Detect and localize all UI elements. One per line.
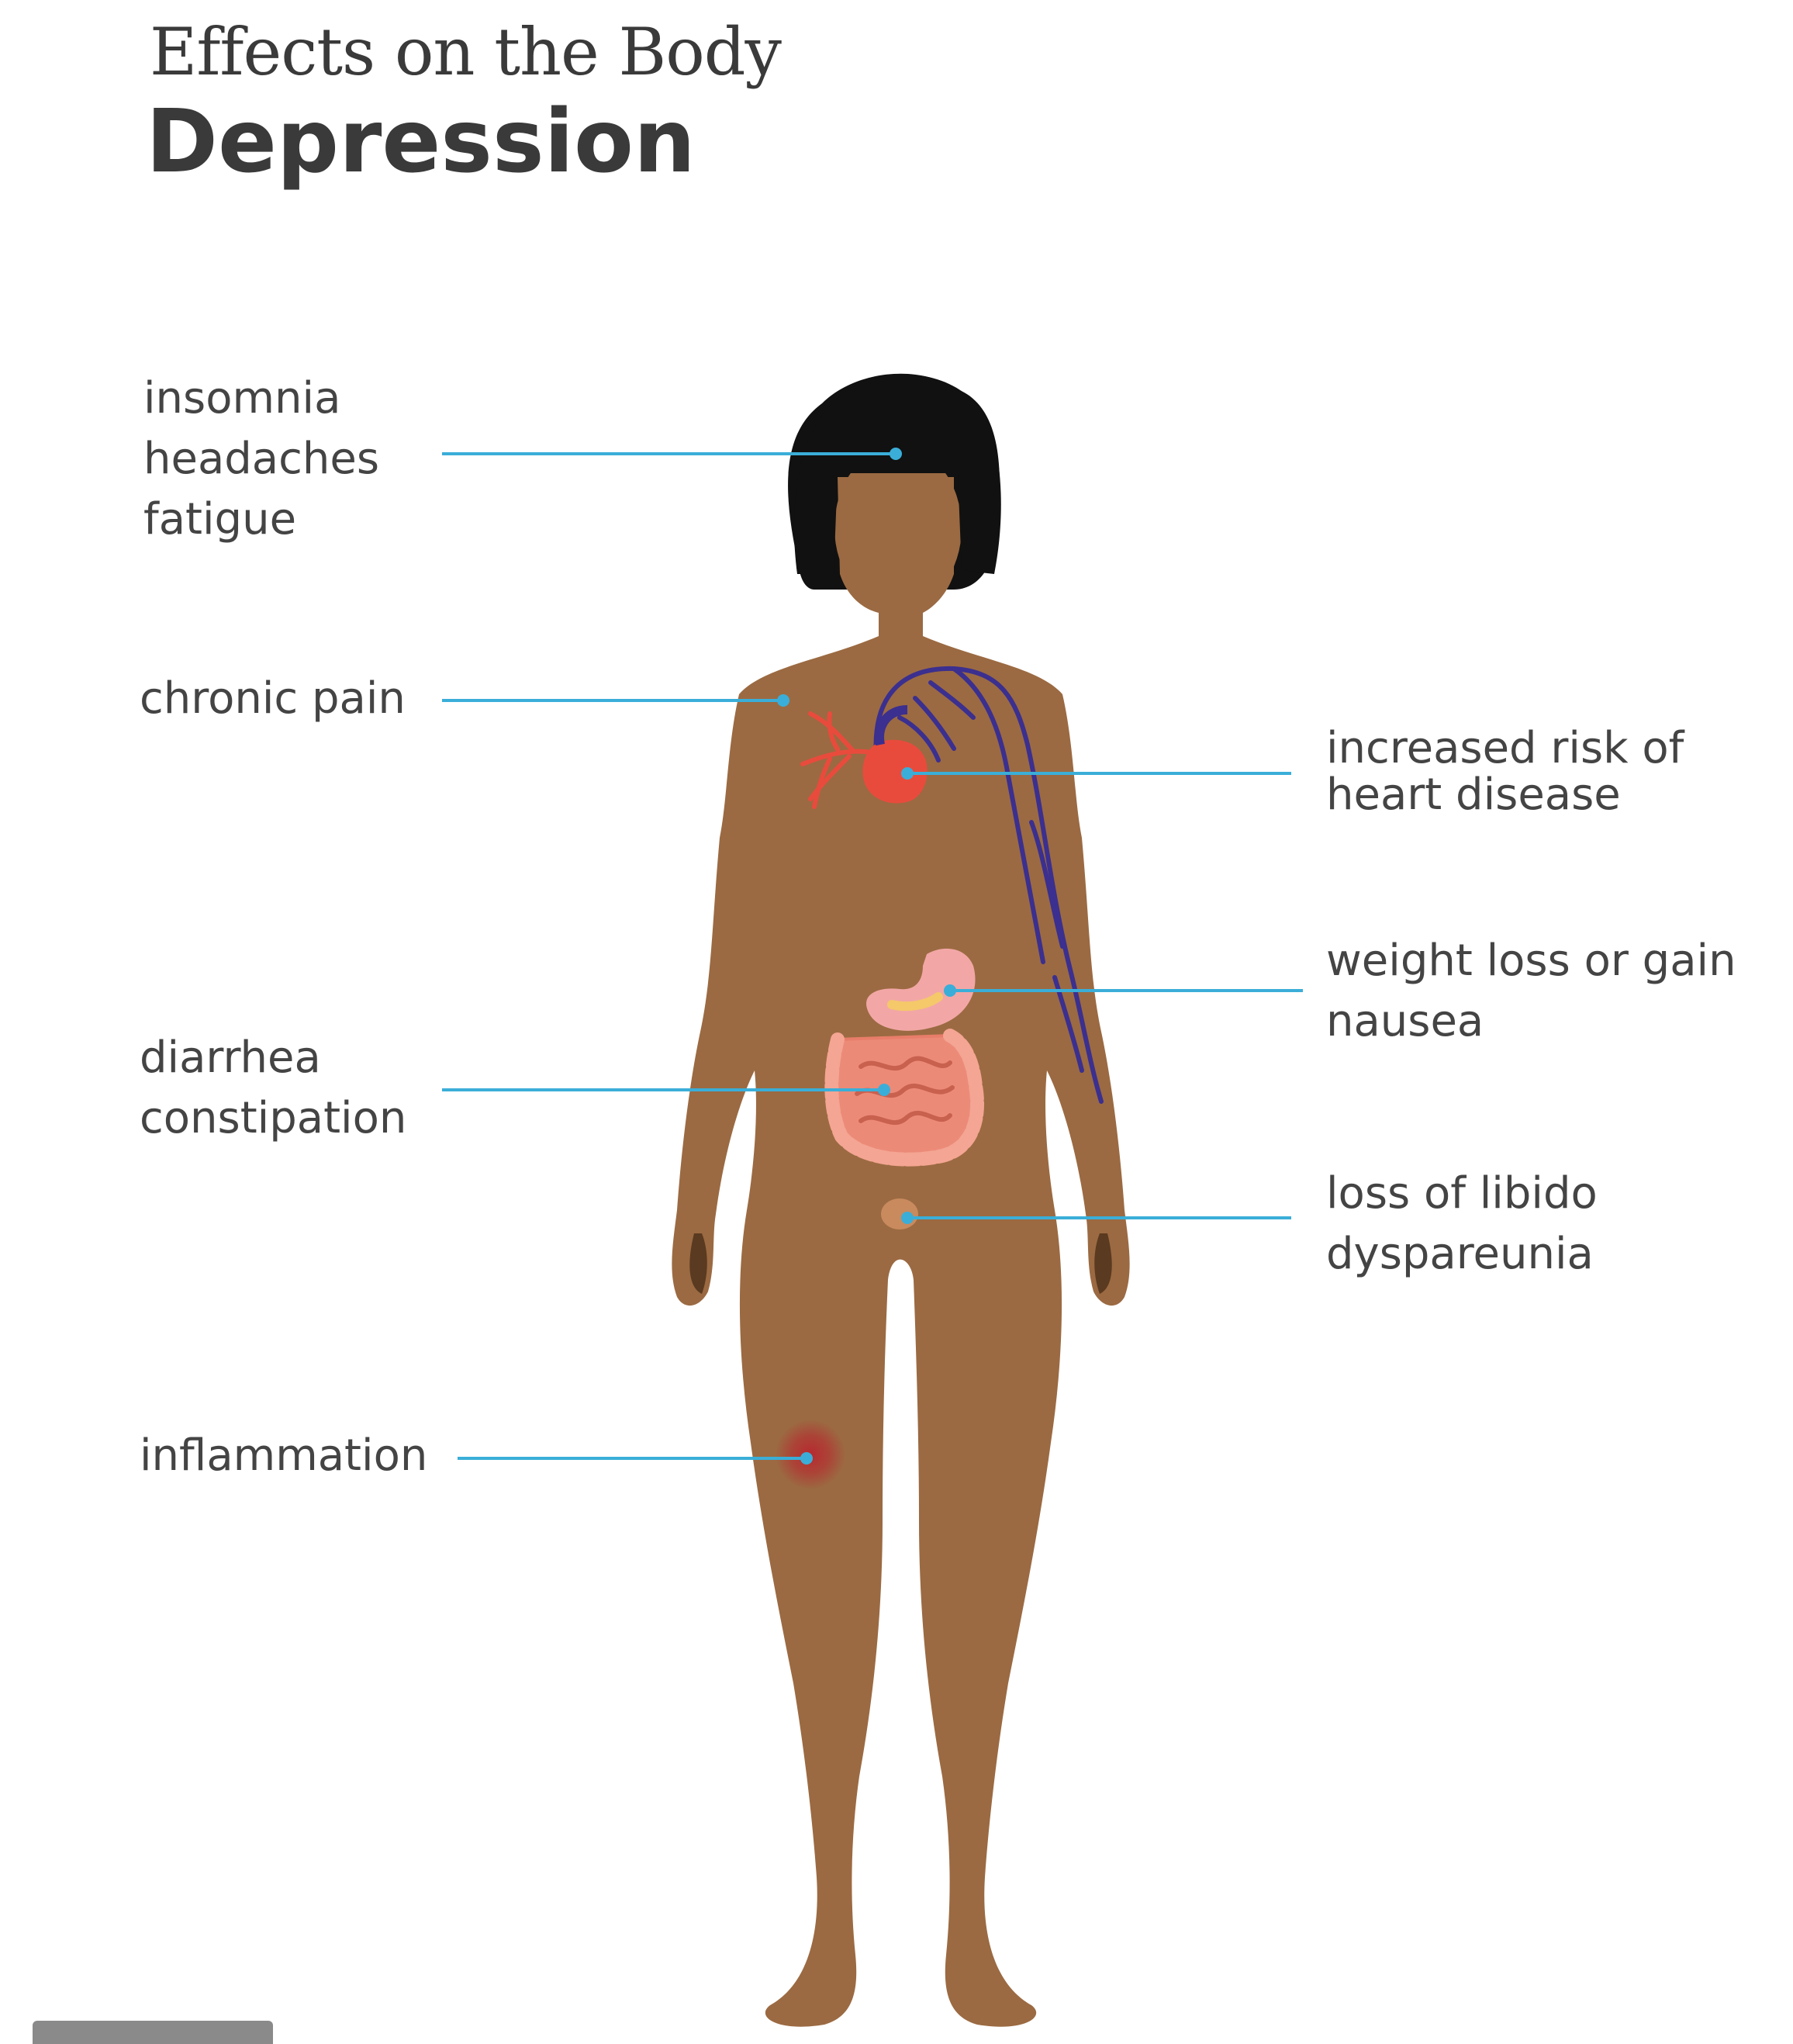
pelvic-organ	[881, 1198, 918, 1230]
label-pelvis: loss of libido dyspareunia	[1326, 1164, 1598, 1285]
label-thigh: inflammation	[140, 1426, 427, 1486]
label-inflammation: inflammation	[140, 1426, 427, 1486]
leader-dot-stomach	[944, 984, 956, 997]
heart	[862, 740, 927, 804]
label-libido: loss of libido	[1326, 1164, 1598, 1224]
label-nausea: nausea	[1326, 991, 1736, 1052]
label-gut: diarrhea constipation	[140, 1028, 406, 1149]
label-constipation: constipation	[140, 1088, 406, 1149]
label-stomach: weight loss or gain nausea	[1326, 931, 1736, 1052]
leader-dot-heart	[901, 767, 914, 780]
intestines	[831, 1036, 977, 1160]
footer-tab	[33, 2021, 273, 2044]
label-weight: weight loss or gain	[1326, 931, 1736, 991]
leader-dot-head	[890, 448, 902, 460]
label-shoulder: chronic pain	[140, 669, 406, 729]
label-head: insomnia headaches fatigue	[143, 368, 379, 550]
label-diarrhea: diarrhea	[140, 1028, 406, 1088]
label-chronic-pain: chronic pain	[140, 669, 406, 729]
label-insomnia: insomnia	[143, 368, 379, 429]
leader-dot-thigh	[800, 1452, 813, 1465]
label-heart: increased risk of heart disease	[1326, 725, 1684, 818]
leader-dot-pelvis	[901, 1212, 914, 1224]
label-heart-disease: heart disease	[1326, 772, 1684, 818]
label-increased-risk: increased risk of	[1326, 725, 1684, 772]
leader-dot-gut	[878, 1084, 890, 1096]
leader-dot-shoulder	[777, 694, 789, 707]
label-dyspareunia: dyspareunia	[1326, 1224, 1598, 1285]
label-headaches: headaches	[143, 429, 379, 489]
label-fatigue: fatigue	[143, 489, 379, 550]
